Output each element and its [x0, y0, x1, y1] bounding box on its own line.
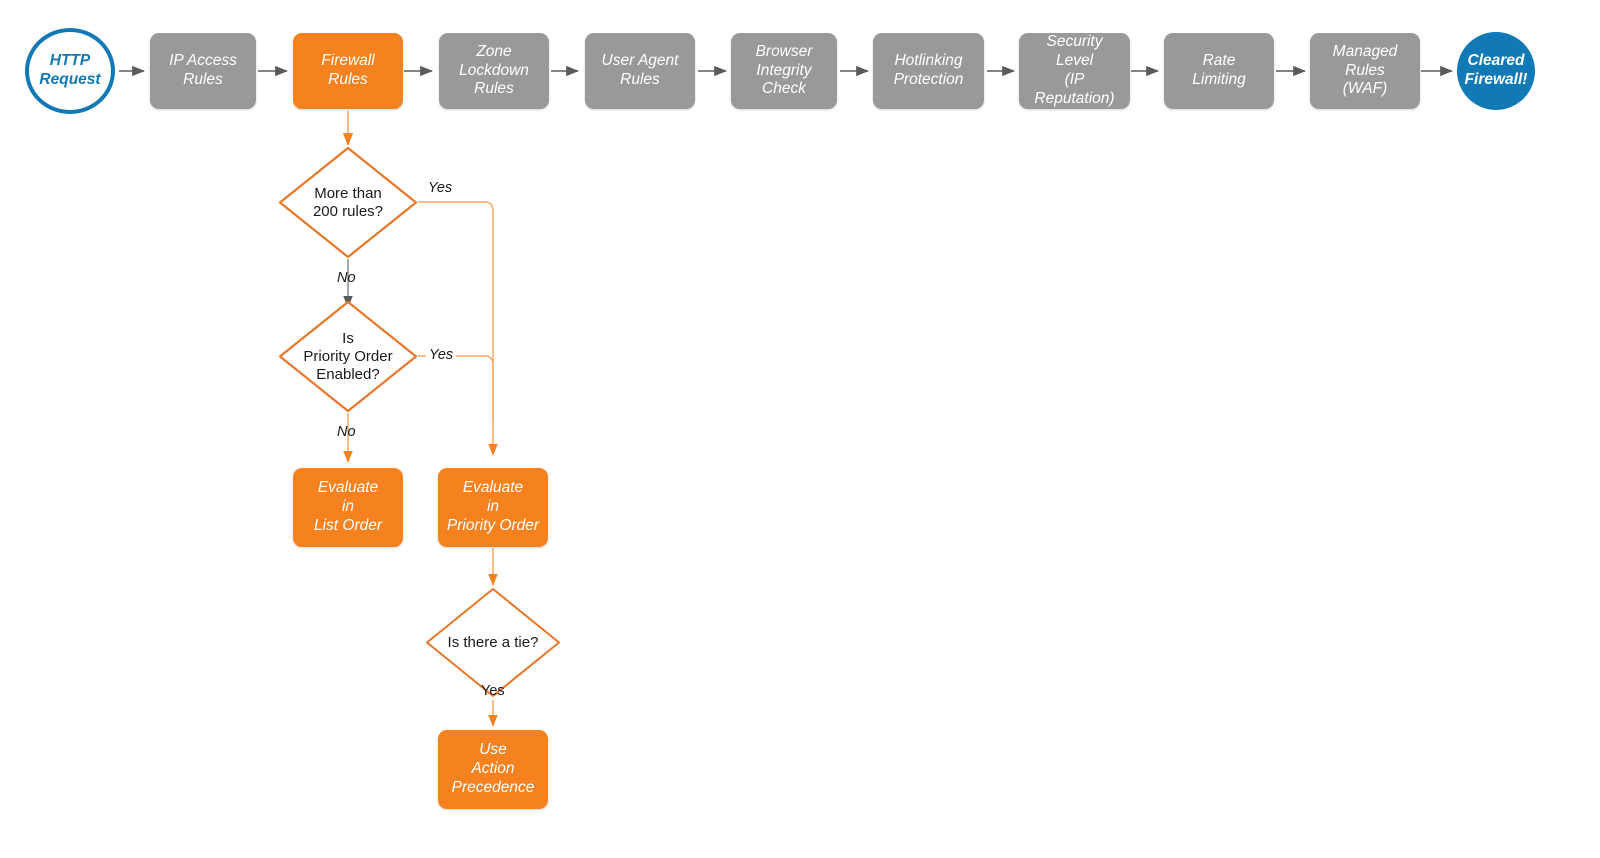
edge-label-tie-yes: Yes [481, 683, 505, 699]
decision-label: Is Priority Order Enabled? [303, 329, 393, 383]
decision-label: Is there a tie? [447, 633, 539, 651]
node-firewall-rules[interactable]: Firewall Rules [293, 33, 403, 109]
node-label: User Agent Rules [601, 52, 679, 88]
node-label: Cleared Firewall! [1464, 52, 1528, 88]
edge-label-priority-yes: Yes [426, 347, 457, 363]
node-http-request[interactable]: HTTP Request [25, 28, 115, 114]
decision-is-priority-order-enabled[interactable]: Is Priority Order Enabled? [277, 299, 419, 414]
edge-label-rulecount-yes: Yes [428, 180, 453, 196]
node-use-action-precedence[interactable]: Use Action Precedence [438, 730, 548, 809]
node-rate-limiting[interactable]: Rate Limiting [1164, 33, 1274, 109]
node-label: Hotlinking Protection [893, 52, 964, 88]
node-label: Security Level (IP Reputation) [1034, 33, 1115, 107]
node-cleared-firewall[interactable]: Cleared Firewall! [1457, 32, 1535, 110]
node-zone-lockdown-rules[interactable]: Zone Lockdown Rules [439, 33, 549, 109]
node-hotlinking-protection[interactable]: Hotlinking Protection [873, 33, 984, 109]
node-label: Zone Lockdown Rules [459, 42, 529, 98]
edge-priority-yes [418, 355, 494, 420]
node-browser-integrity-check[interactable]: Browser Integrity Check [731, 33, 837, 109]
edge-label-priority-no: No [337, 424, 356, 440]
node-label: Use Action Precedence [451, 741, 535, 796]
node-label: Managed Rules (WAF) [1332, 42, 1398, 98]
node-user-agent-rules[interactable]: User Agent Rules [585, 33, 695, 109]
node-label: Evaluate in List Order [313, 479, 383, 534]
diamond-shape [426, 588, 560, 697]
edge-rulecount-yes [418, 201, 498, 456]
edge-label-rulecount-no: No [337, 270, 356, 286]
node-security-level[interactable]: Security Level (IP Reputation) [1019, 33, 1130, 109]
node-evaluate-in-priority-order[interactable]: Evaluate in Priority Order [438, 468, 548, 547]
decision-is-there-a-tie[interactable]: Is there a tie? [424, 586, 562, 699]
node-evaluate-in-list-order[interactable]: Evaluate in List Order [293, 468, 403, 547]
decision-label: More than 200 rules? [312, 184, 384, 220]
node-label: Evaluate in Priority Order [446, 479, 540, 534]
node-label: HTTP Request [39, 52, 101, 88]
node-ip-access-rules[interactable]: IP Access Rules [150, 33, 256, 109]
node-label: Browser Integrity Check [755, 42, 813, 98]
node-label: IP Access Rules [169, 52, 237, 88]
node-label: Rate Limiting [1192, 52, 1246, 88]
diamond-shape [278, 300, 418, 413]
node-label: Firewall Rules [321, 52, 375, 88]
decision-more-than-200-rules[interactable]: More than 200 rules? [277, 145, 419, 260]
diamond-shape [278, 146, 418, 259]
node-managed-rules-waf[interactable]: Managed Rules (WAF) [1310, 33, 1420, 109]
